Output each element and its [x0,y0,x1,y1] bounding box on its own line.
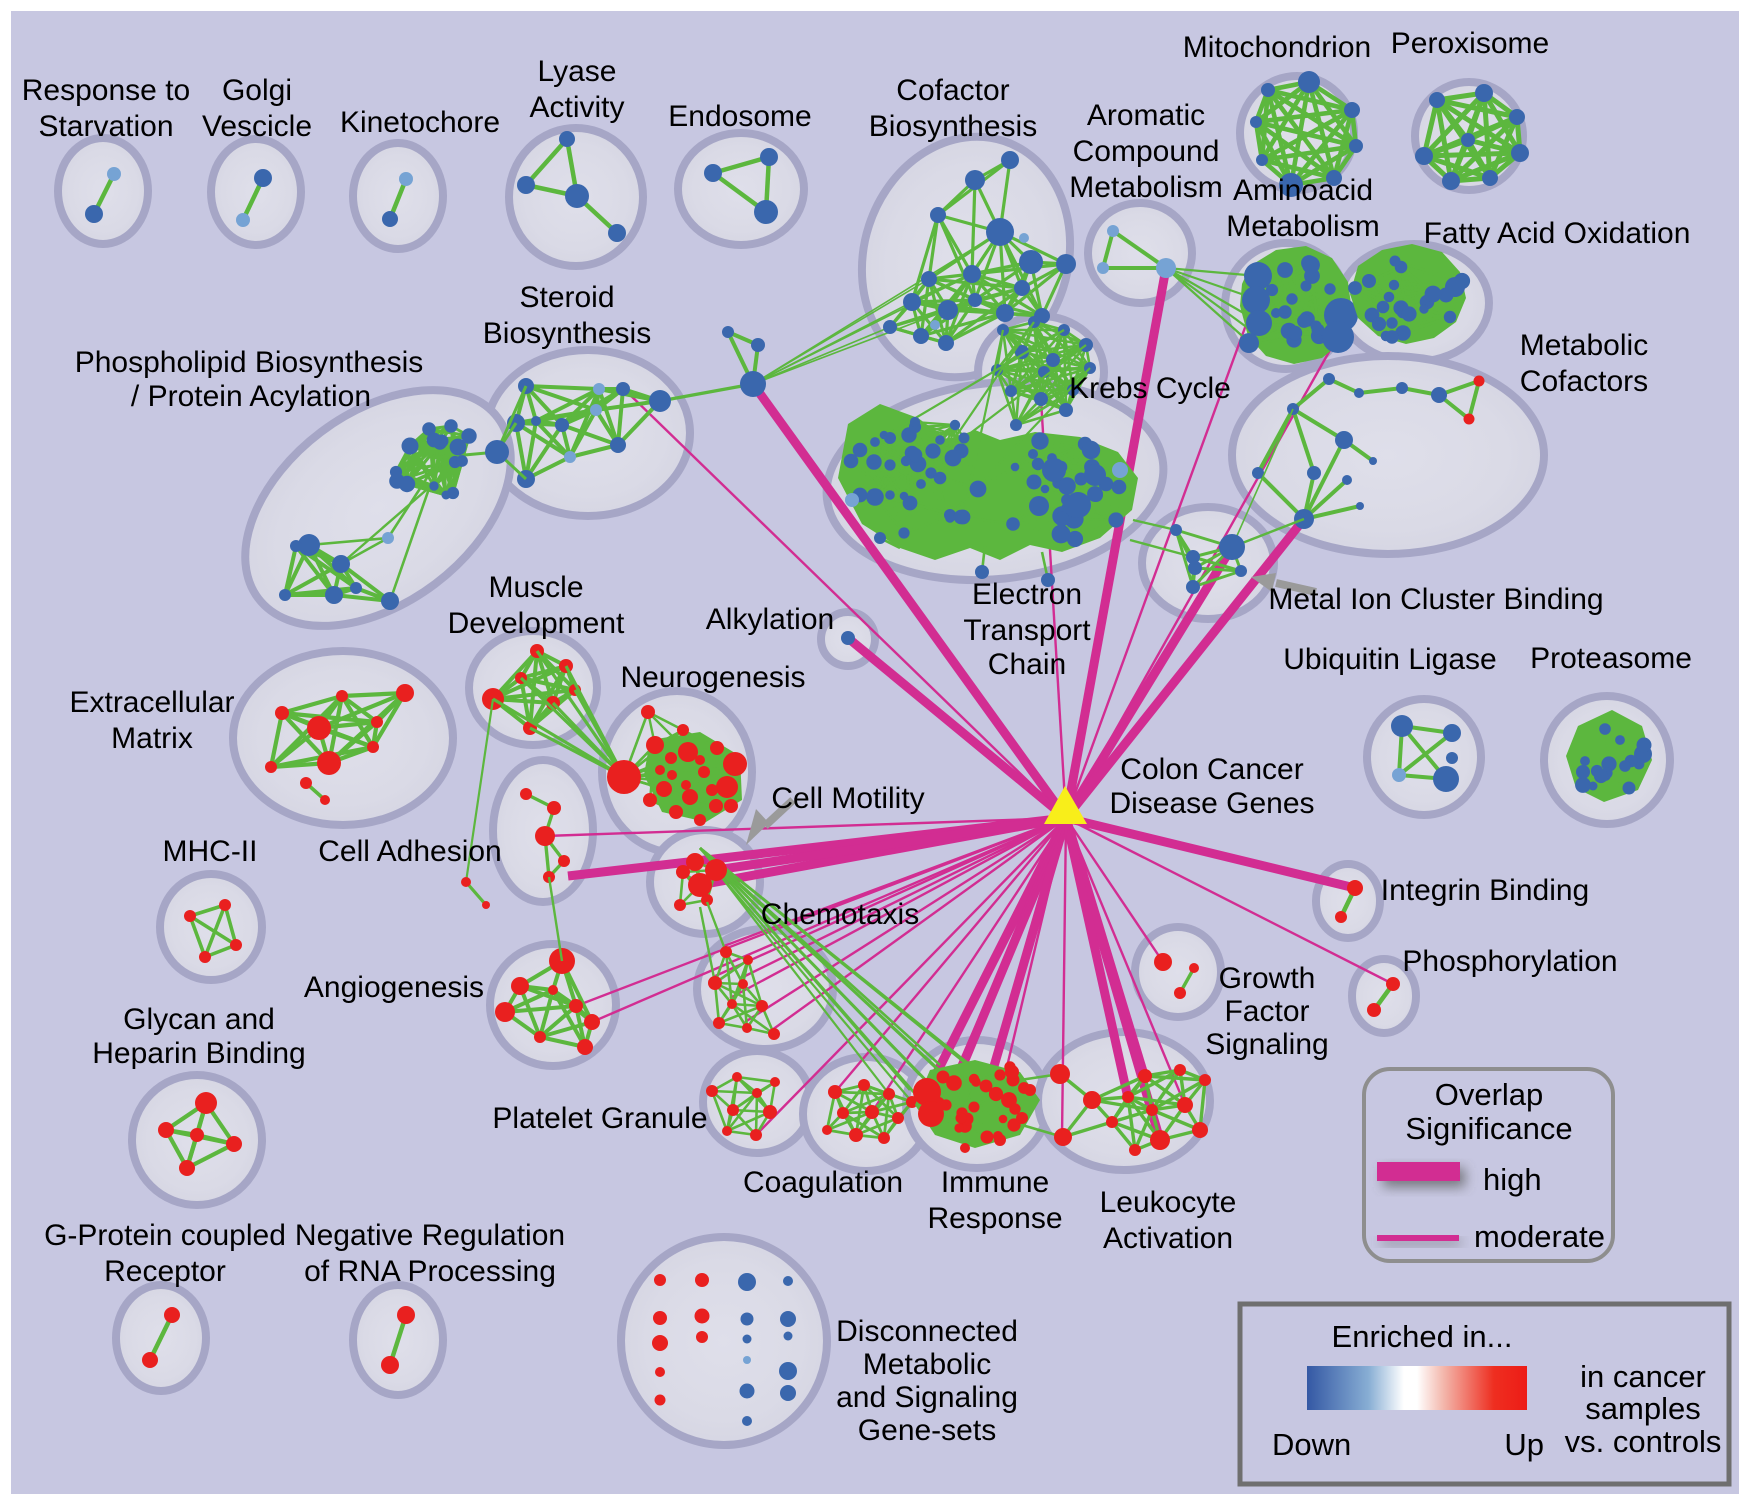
svg-text:Response: Response [927,1202,1062,1235]
svg-text:moderate: moderate [1474,1219,1605,1254]
svg-text:Immune: Immune [941,1166,1049,1199]
svg-text:Enriched in...: Enriched in... [1332,1319,1513,1354]
svg-text:Extracellular: Extracellular [69,686,234,719]
svg-text:samples: samples [1585,1391,1700,1426]
svg-text:Coagulation: Coagulation [743,1166,903,1199]
svg-text:Metabolic: Metabolic [863,1348,991,1381]
svg-text:Signaling: Signaling [1205,1028,1328,1061]
svg-text:Colon Cancer: Colon Cancer [1120,753,1303,786]
svg-text:Heparin Binding: Heparin Binding [92,1037,305,1070]
svg-text:Down: Down [1272,1427,1351,1462]
svg-text:Platelet Granule: Platelet Granule [492,1102,707,1135]
svg-text:Metabolism: Metabolism [1069,171,1222,204]
svg-text:G-Protein coupled: G-Protein coupled [44,1219,286,1252]
svg-text:Phosphorylation: Phosphorylation [1402,945,1617,978]
svg-text:Negative Regulation: Negative Regulation [295,1219,565,1252]
svg-text:Fatty Acid Oxidation: Fatty Acid Oxidation [1424,217,1691,250]
svg-text:Cell Motility: Cell Motility [771,782,924,815]
svg-text:Overlap: Overlap [1435,1077,1544,1112]
svg-text:of RNA Processing: of RNA Processing [304,1255,556,1288]
svg-text:Growth: Growth [1219,962,1316,995]
svg-text:Chain: Chain [988,648,1066,681]
svg-text:Aminoacid: Aminoacid [1233,174,1373,207]
svg-text:Aromatic: Aromatic [1087,99,1205,132]
svg-text:Golgi: Golgi [222,74,292,107]
svg-text:Glycan and: Glycan and [123,1003,275,1036]
svg-text:Matrix: Matrix [111,722,193,755]
svg-text:Vescicle: Vescicle [202,110,312,143]
svg-text:/ Protein Acylation: / Protein Acylation [131,380,371,413]
svg-text:Activity: Activity [529,91,624,124]
svg-text:Integrin Binding: Integrin Binding [1381,874,1589,907]
svg-text:Cell Adhesion: Cell Adhesion [318,835,501,868]
svg-text:vs. controls: vs. controls [1565,1424,1722,1459]
svg-text:Biosynthesis: Biosynthesis [869,110,1037,143]
svg-text:Disease Genes: Disease Genes [1109,787,1314,820]
svg-text:Leukocyte: Leukocyte [1100,1186,1237,1219]
svg-text:Biosynthesis: Biosynthesis [483,317,651,350]
svg-text:MHC-II: MHC-II [163,835,258,868]
svg-text:Up: Up [1504,1427,1544,1462]
svg-text:Cofactor: Cofactor [896,74,1009,107]
svg-text:Factor: Factor [1224,995,1309,1028]
svg-text:Receptor: Receptor [104,1255,226,1288]
svg-text:Metabolic: Metabolic [1520,329,1648,362]
svg-text:Cofactors: Cofactors [1520,365,1648,398]
svg-text:Lyase: Lyase [538,55,617,88]
svg-text:Electron: Electron [972,578,1082,611]
svg-text:Steroid: Steroid [519,281,614,314]
svg-text:high: high [1483,1162,1542,1197]
svg-text:Alkylation: Alkylation [706,603,834,636]
svg-text:Development: Development [448,607,625,640]
svg-text:Angiogenesis: Angiogenesis [304,971,484,1004]
svg-text:Endosome: Endosome [668,100,811,133]
svg-text:Starvation: Starvation [38,110,173,143]
svg-text:Metabolism: Metabolism [1226,210,1379,243]
svg-text:Peroxisome: Peroxisome [1391,27,1549,60]
svg-text:Gene-sets: Gene-sets [858,1414,996,1447]
svg-text:Activation: Activation [1103,1222,1233,1255]
svg-text:Ubiquitin Ligase: Ubiquitin Ligase [1283,643,1496,676]
svg-text:Mitochondrion: Mitochondrion [1183,31,1371,64]
svg-text:Response to: Response to [22,74,190,107]
svg-text:and Signaling: and Signaling [836,1381,1018,1414]
svg-text:Compound: Compound [1073,135,1220,168]
svg-text:Chemotaxis: Chemotaxis [761,898,919,931]
svg-text:Metal Ion Cluster Binding: Metal Ion Cluster Binding [1268,583,1603,616]
svg-text:Phospholipid Biosynthesis: Phospholipid Biosynthesis [75,346,424,379]
svg-text:Muscle: Muscle [488,571,583,604]
svg-text:Krebs Cycle: Krebs Cycle [1069,372,1231,405]
svg-text:Disconnected: Disconnected [836,1315,1018,1348]
svg-text:in cancer: in cancer [1580,1359,1706,1394]
svg-text:Proteasome: Proteasome [1530,642,1692,675]
svg-text:Kinetochore: Kinetochore [340,106,500,139]
svg-text:Transport: Transport [963,614,1091,647]
svg-text:Significance: Significance [1405,1111,1572,1146]
svg-text:Neurogenesis: Neurogenesis [620,661,805,694]
